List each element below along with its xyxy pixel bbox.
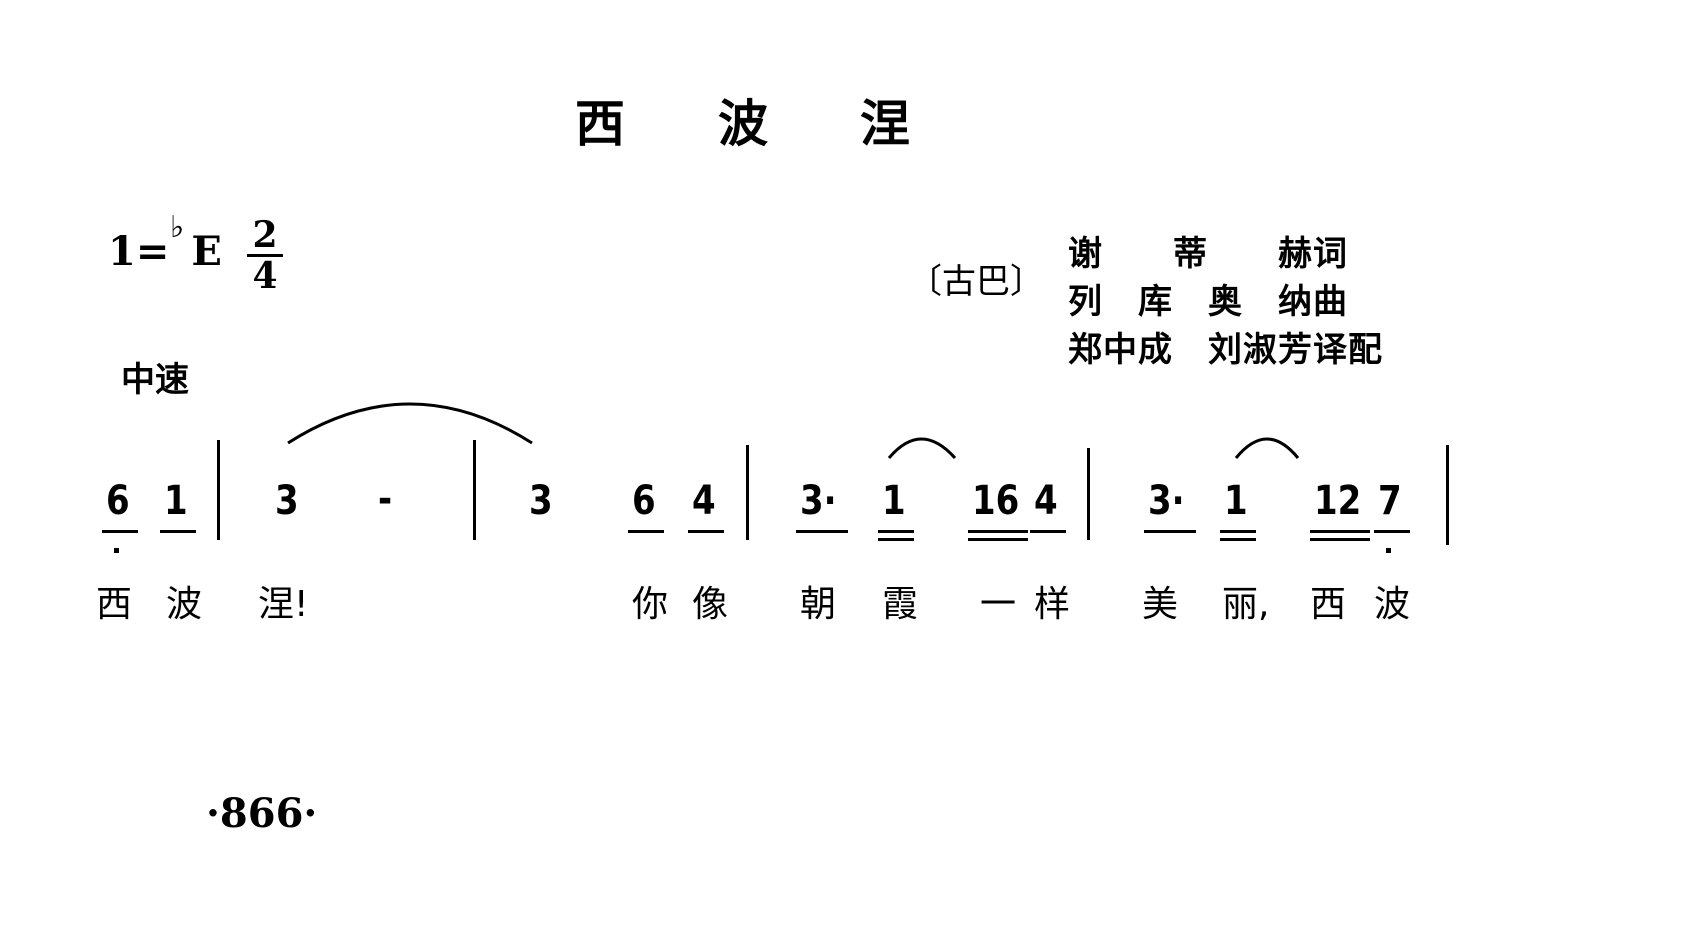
note: -	[378, 476, 393, 522]
rhythm-underline	[878, 538, 914, 541]
rhythm-underline	[1310, 538, 1370, 541]
key-signature: 1=♭E 2 4	[108, 210, 283, 295]
barline	[1087, 448, 1090, 540]
slur-arc	[287, 402, 533, 445]
rhythm-underline	[1220, 530, 1256, 533]
note: 4	[692, 478, 716, 524]
rhythm-underline	[1220, 538, 1256, 541]
rhythm-underline	[968, 530, 1028, 533]
lyric-syllable: 西	[96, 584, 133, 625]
barline	[746, 445, 749, 540]
tempo-marking: 中速	[121, 360, 189, 400]
time-divider	[247, 254, 283, 257]
flat-sign: ♭	[170, 210, 185, 245]
note: 16	[972, 478, 1020, 524]
lyric-syllable: 涅!	[258, 584, 309, 625]
page-number: ·866·	[206, 790, 318, 837]
barline	[217, 440, 220, 540]
lyric-syllable: 霞	[882, 584, 919, 625]
note: 3·	[800, 478, 837, 524]
lyric-syllable: 西	[1310, 584, 1347, 625]
note: 3·	[1148, 478, 1185, 524]
rhythm-underline	[160, 530, 196, 533]
time-top: 2	[252, 214, 278, 256]
time-signature: 2 4	[247, 214, 283, 297]
rhythm-underline	[796, 530, 848, 533]
lyric-syllable: 波	[1374, 584, 1411, 625]
song-title-char: 西	[575, 95, 625, 153]
rhythm-underline	[968, 538, 1028, 541]
time-bottom: 4	[252, 255, 278, 297]
rhythm-underline	[1310, 530, 1370, 533]
note: 6	[106, 478, 130, 524]
lyric-syllable: 美	[1142, 584, 1179, 625]
song-title-char: 涅	[860, 95, 910, 153]
key-note: E	[191, 228, 222, 275]
key-prefix: 1=	[108, 228, 170, 275]
rhythm-underline	[102, 530, 138, 533]
rhythm-underline	[688, 530, 724, 533]
lyric-syllable: 丽,	[1222, 584, 1270, 625]
lyric-syllable: 样	[1034, 584, 1071, 625]
note: 1	[882, 478, 906, 524]
note: 4	[1034, 478, 1058, 524]
lyric-syllable: 一	[980, 584, 1017, 625]
barline	[1446, 445, 1449, 545]
note: 3	[275, 478, 299, 524]
note: 12	[1314, 478, 1362, 524]
lyric-syllable: 像	[692, 584, 729, 625]
credit-lyricist: 谢 蒂 赫词	[1068, 234, 1348, 274]
lyric-syllable: 你	[632, 584, 669, 625]
credit-translators: 郑中成 刘淑芳译配	[1068, 330, 1383, 370]
note: 7	[1378, 478, 1402, 524]
octave-dot	[1386, 548, 1391, 553]
rhythm-underline	[1144, 530, 1196, 533]
slur-arc	[1234, 437, 1300, 459]
note: 1	[164, 478, 188, 524]
note: 6	[632, 478, 656, 524]
song-title-char: 波	[718, 95, 768, 153]
rhythm-underline	[878, 530, 914, 533]
slur-arc	[887, 437, 957, 460]
rhythm-underline	[628, 530, 664, 533]
credit-composer: 列 库 奥 纳曲	[1068, 282, 1348, 322]
note: 3	[529, 478, 553, 524]
note: 1	[1224, 478, 1248, 524]
rhythm-underline	[1374, 530, 1410, 533]
octave-dot	[114, 548, 119, 553]
barline	[473, 440, 476, 540]
lyric-syllable: 波	[166, 584, 203, 625]
instrument-label: 〔古巴〕	[908, 262, 1044, 302]
rhythm-underline	[1030, 530, 1066, 533]
lyric-syllable: 朝	[800, 584, 837, 625]
